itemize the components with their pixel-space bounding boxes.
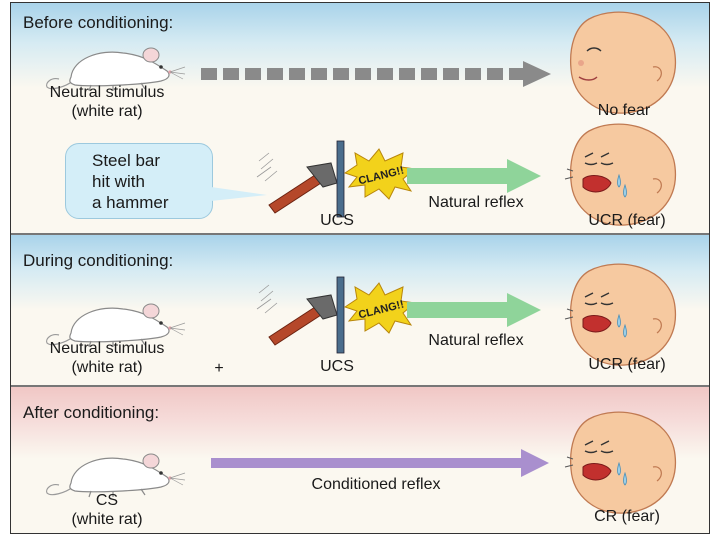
during-conditioning-panel: During conditioning: Neutral stimulus(wh… xyxy=(11,235,709,387)
baby-crying-face xyxy=(564,263,677,366)
clang-burst: CLANG!! xyxy=(344,282,416,334)
conditioned-reflex-arrow xyxy=(211,449,549,477)
diagram-frame: Before conditioning: Neutral stimulus(wh… xyxy=(10,2,710,534)
after-conditioning-panel: After conditioning: CS(white rat) Condit… xyxy=(11,387,709,533)
during-heading: During conditioning: xyxy=(23,251,174,270)
neutral-dashed-arrow xyxy=(201,61,551,87)
ucs-label: UCS xyxy=(320,212,354,229)
bubble-tail xyxy=(211,187,267,201)
cs-label: CS(white rat) xyxy=(71,492,143,528)
plus-sign: + xyxy=(214,360,224,377)
natural-reflex-arrow xyxy=(407,293,541,327)
after-heading: After conditioning: xyxy=(23,403,160,422)
before-heading: Before conditioning: xyxy=(23,13,174,32)
natural-reflex-label: Natural reflex xyxy=(428,194,524,211)
before-conditioning-panel: Before conditioning: Neutral stimulus(wh… xyxy=(11,3,709,235)
conditioned-reflex-label: Conditioned reflex xyxy=(311,476,441,493)
natural-reflex-arrow xyxy=(407,159,541,193)
steel-bar-illustration xyxy=(336,140,345,218)
ucr-fear-label: UCR (fear) xyxy=(588,212,666,229)
ucr-fear-label: UCR (fear) xyxy=(588,356,666,373)
clang-burst: CLANG!! xyxy=(344,148,416,200)
baby-crying-face xyxy=(564,411,677,514)
neutral-stimulus-label: Neutral stimulus(white rat) xyxy=(49,340,165,376)
neutral-stimulus-label: Neutral stimulus(white rat) xyxy=(49,84,165,120)
baby-crying-face xyxy=(564,123,677,226)
ucs-label: UCS xyxy=(320,358,354,375)
steel-bar-illustration xyxy=(336,276,345,354)
no-fear-label: No fear xyxy=(597,102,651,119)
baby-calm-face xyxy=(569,11,677,114)
cr-fear-label: CR (fear) xyxy=(594,508,660,525)
natural-reflex-label: Natural reflex xyxy=(428,332,524,349)
